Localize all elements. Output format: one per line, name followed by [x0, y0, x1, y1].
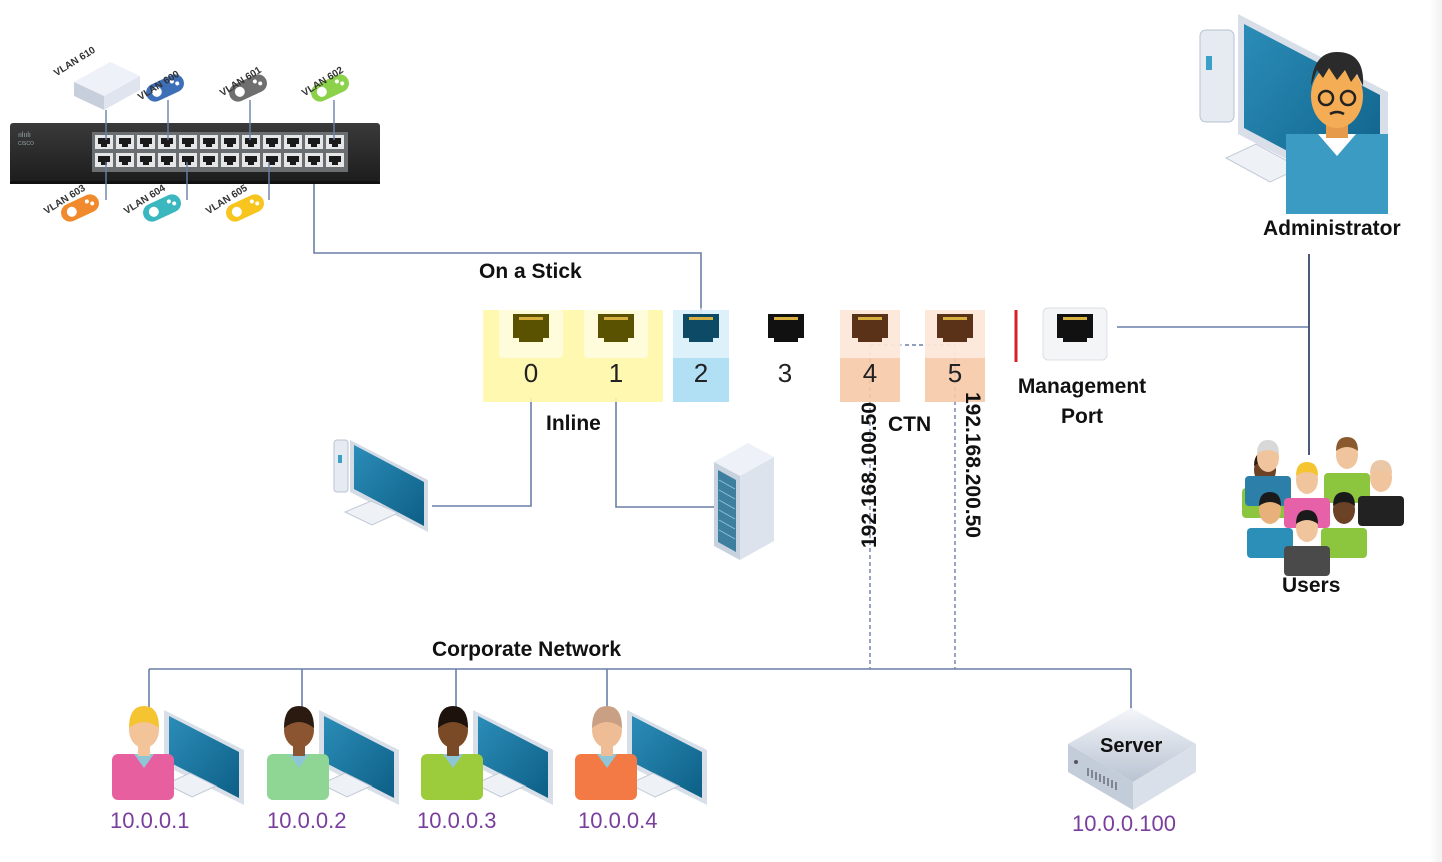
port-number-2: 2	[693, 358, 709, 388]
svg-text:CISCO: CISCO	[18, 141, 34, 147]
user-4-icon	[1358, 460, 1404, 526]
management-port-label: Management Port	[1012, 372, 1152, 432]
port-jack-1	[584, 308, 648, 358]
switch-port	[284, 153, 302, 167]
switch-port	[305, 135, 323, 149]
ctn-label: CTN	[888, 413, 932, 436]
vlan-602-gamepad-icon	[311, 74, 349, 102]
port-number-0: 0	[523, 358, 539, 388]
switch-port	[116, 135, 134, 149]
server-ip: 10.0.0.100	[1072, 811, 1176, 836]
vlan-603-gamepad-icon	[61, 194, 99, 222]
switch-port	[305, 153, 323, 167]
switch-port	[158, 153, 176, 167]
port-number-5: 5	[947, 358, 963, 388]
vlan-610-appliance	[74, 62, 140, 140]
administrator-icon	[1199, 14, 1388, 214]
corporate-network-label: Corporate Network	[432, 638, 622, 661]
user-8-icon	[1284, 510, 1330, 576]
corporate-host-3-icon	[421, 706, 553, 805]
host-person-icon	[267, 754, 329, 800]
user-3-icon	[1324, 437, 1370, 503]
host-ip-4: 10.0.0.4	[578, 808, 658, 833]
users-group-icon	[1242, 437, 1404, 576]
host-ip-3: 10.0.0.3	[417, 808, 497, 833]
management-port-jack	[1042, 307, 1108, 361]
port-jack-5	[923, 308, 987, 358]
port-number-3: 3	[777, 358, 793, 388]
switch-port	[95, 135, 113, 149]
inline-server-rack-icon	[714, 443, 774, 560]
vlan-604-gamepad-icon	[143, 194, 181, 222]
port-jack-0	[499, 308, 563, 358]
host-person-icon	[112, 754, 174, 800]
vlan-600-gamepad-icon	[146, 74, 184, 102]
inline-desktop-icon	[333, 439, 428, 532]
switch-port	[200, 135, 218, 149]
right-edge-shade	[1430, 0, 1442, 862]
switch-port	[221, 135, 239, 149]
host-ip-1: 10.0.0.1	[110, 808, 190, 833]
users-label: Users	[1282, 574, 1341, 597]
on-a-stick-link	[313, 165, 702, 325]
switch-port	[284, 135, 302, 149]
switch-port	[95, 153, 113, 167]
switch-port	[137, 153, 155, 167]
ctn-ip-port4: 192.168.100.50	[858, 402, 881, 548]
switch-port	[326, 135, 344, 149]
switch-port	[158, 135, 176, 149]
server-label: Server	[1100, 735, 1163, 757]
switch-port	[137, 135, 155, 149]
inline-label: Inline	[546, 412, 601, 435]
host-person-icon	[575, 754, 637, 800]
inline-link-port0	[432, 398, 532, 507]
switch-port	[221, 153, 239, 167]
administrator-label: Administrator	[1263, 217, 1401, 240]
connections	[148, 165, 1310, 712]
corporate-server-icon	[1068, 708, 1196, 810]
switch-port	[200, 153, 218, 167]
vlan-601-gamepad-icon	[229, 74, 267, 102]
switch-logo: ıılıılı	[18, 132, 31, 139]
vlan-switch: ıılıılı CISCO	[10, 123, 380, 184]
port-jack-2	[669, 308, 733, 358]
port-jack-3	[754, 308, 818, 358]
vlan-605-gamepad-icon	[226, 194, 264, 222]
on-a-stick-label: On a Stick	[479, 260, 582, 283]
inline-link-port1	[615, 398, 718, 508]
corporate-host-4-icon	[575, 706, 707, 805]
ctn-ip-port5: 192.168.200.50	[961, 392, 984, 538]
port-number-4: 4	[862, 358, 878, 388]
switch-port	[179, 135, 197, 149]
management-port-label-line1: Management	[1017, 375, 1147, 398]
switch-port	[242, 135, 260, 149]
host-person-icon	[421, 754, 483, 800]
management-port-label-line2: Port	[1061, 405, 1103, 428]
switch-port	[116, 153, 134, 167]
port-number-1: 1	[608, 358, 624, 388]
corporate-host-1-icon	[112, 706, 244, 805]
user-7-icon	[1321, 492, 1367, 558]
user-6-icon	[1247, 492, 1293, 558]
host-ip-2: 10.0.0.2	[267, 808, 347, 833]
switch-port	[179, 153, 197, 167]
switch-port	[326, 153, 344, 167]
corporate-host-2-icon	[267, 706, 399, 805]
port-jack-4	[838, 308, 902, 358]
switch-port	[242, 153, 260, 167]
switch-port	[263, 135, 281, 149]
switch-port	[263, 153, 281, 167]
